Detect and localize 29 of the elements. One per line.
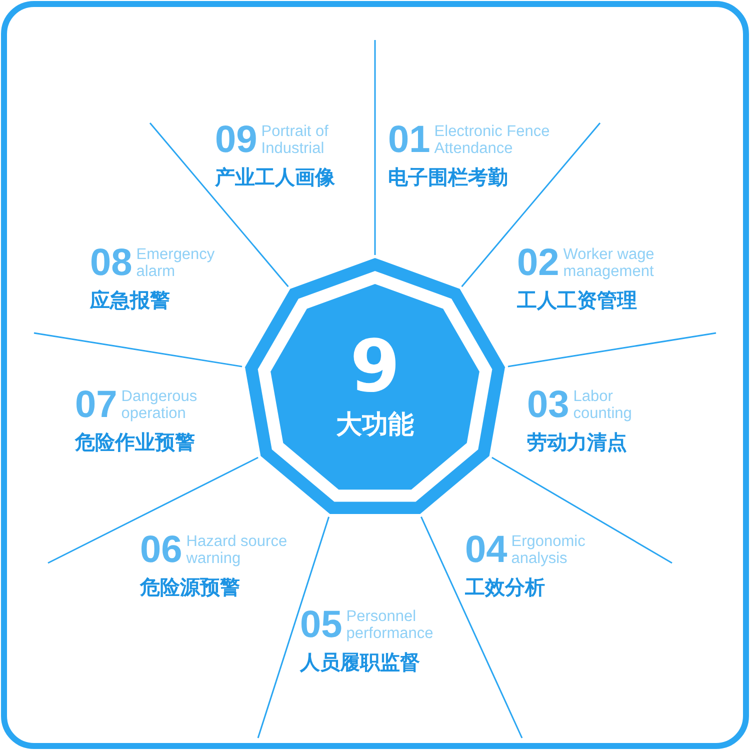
item-number: 04 [465, 530, 508, 570]
item-number: 07 [75, 385, 118, 425]
item-number: 02 [517, 243, 560, 283]
item-title: 应急报警 [90, 287, 171, 314]
item-number: 05 [300, 605, 342, 645]
item-number: 06 [140, 530, 182, 570]
item-title: 危险作业预警 [75, 429, 196, 456]
item-subtitle: Labor counting [573, 388, 633, 422]
item-title: 工人工资管理 [517, 287, 638, 314]
item-title: 人员履职监督 [300, 649, 421, 676]
item-number: 08 [90, 243, 132, 283]
item-title: 工效分析 [465, 574, 546, 601]
item-subtitle: Ergonomic analysis [511, 533, 586, 567]
item-subtitle: Dangerous operation [121, 388, 198, 422]
center-title: 大功能 [335, 410, 415, 440]
center-number: 9 [348, 328, 402, 404]
item-subtitle: Worker wage management [563, 246, 656, 280]
item-title: 产业工人画像 [215, 164, 336, 191]
item-number: 01 [388, 120, 430, 160]
item-subtitle: Hazard source warning [186, 533, 288, 567]
item-number: 09 [215, 120, 258, 160]
item-subtitle: Portrait of Industrial [261, 123, 330, 157]
item-number: 03 [527, 385, 570, 425]
item-title: 危险源预警 [140, 574, 241, 601]
item-subtitle: Electronic Fence Attendance [434, 123, 551, 157]
item-subtitle: Emergency alarm [136, 246, 216, 280]
item-title: 劳动力清点 [527, 429, 628, 456]
item-title: 电子围栏考勤 [388, 164, 509, 191]
item-subtitle: Personnel performance [346, 608, 434, 642]
